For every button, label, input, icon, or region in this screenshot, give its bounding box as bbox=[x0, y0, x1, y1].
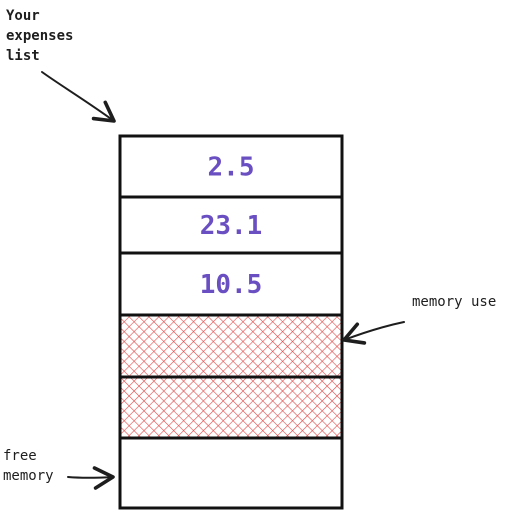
expenses-arrow bbox=[41, 71, 116, 123]
expense-value: 10.5 bbox=[200, 270, 263, 300]
expenses-list-label: Your expenses list bbox=[6, 8, 74, 64]
memory-cell-value: 10.5 bbox=[118, 251, 344, 317]
memory-cell-free bbox=[118, 436, 344, 510]
free-memory-arrow bbox=[67, 466, 115, 490]
memory-use-label: memory use bbox=[412, 294, 497, 310]
memory-cell-used bbox=[118, 375, 344, 440]
expense-value: 23.1 bbox=[200, 211, 263, 241]
memory-cell-used bbox=[118, 313, 344, 379]
memory-use-arrow bbox=[342, 321, 405, 345]
memory-cell-value: 2.5 bbox=[118, 134, 344, 199]
free-memory-label: free memory bbox=[3, 448, 54, 484]
memory-cells: 2.5 23.1 10.5 bbox=[118, 134, 344, 510]
memory-cell-outline bbox=[118, 436, 344, 510]
used-memory-hatch bbox=[121, 316, 341, 376]
memory-cell-value: 23.1 bbox=[118, 195, 344, 255]
used-memory-hatch bbox=[121, 378, 341, 437]
expense-value: 2.5 bbox=[208, 153, 255, 183]
